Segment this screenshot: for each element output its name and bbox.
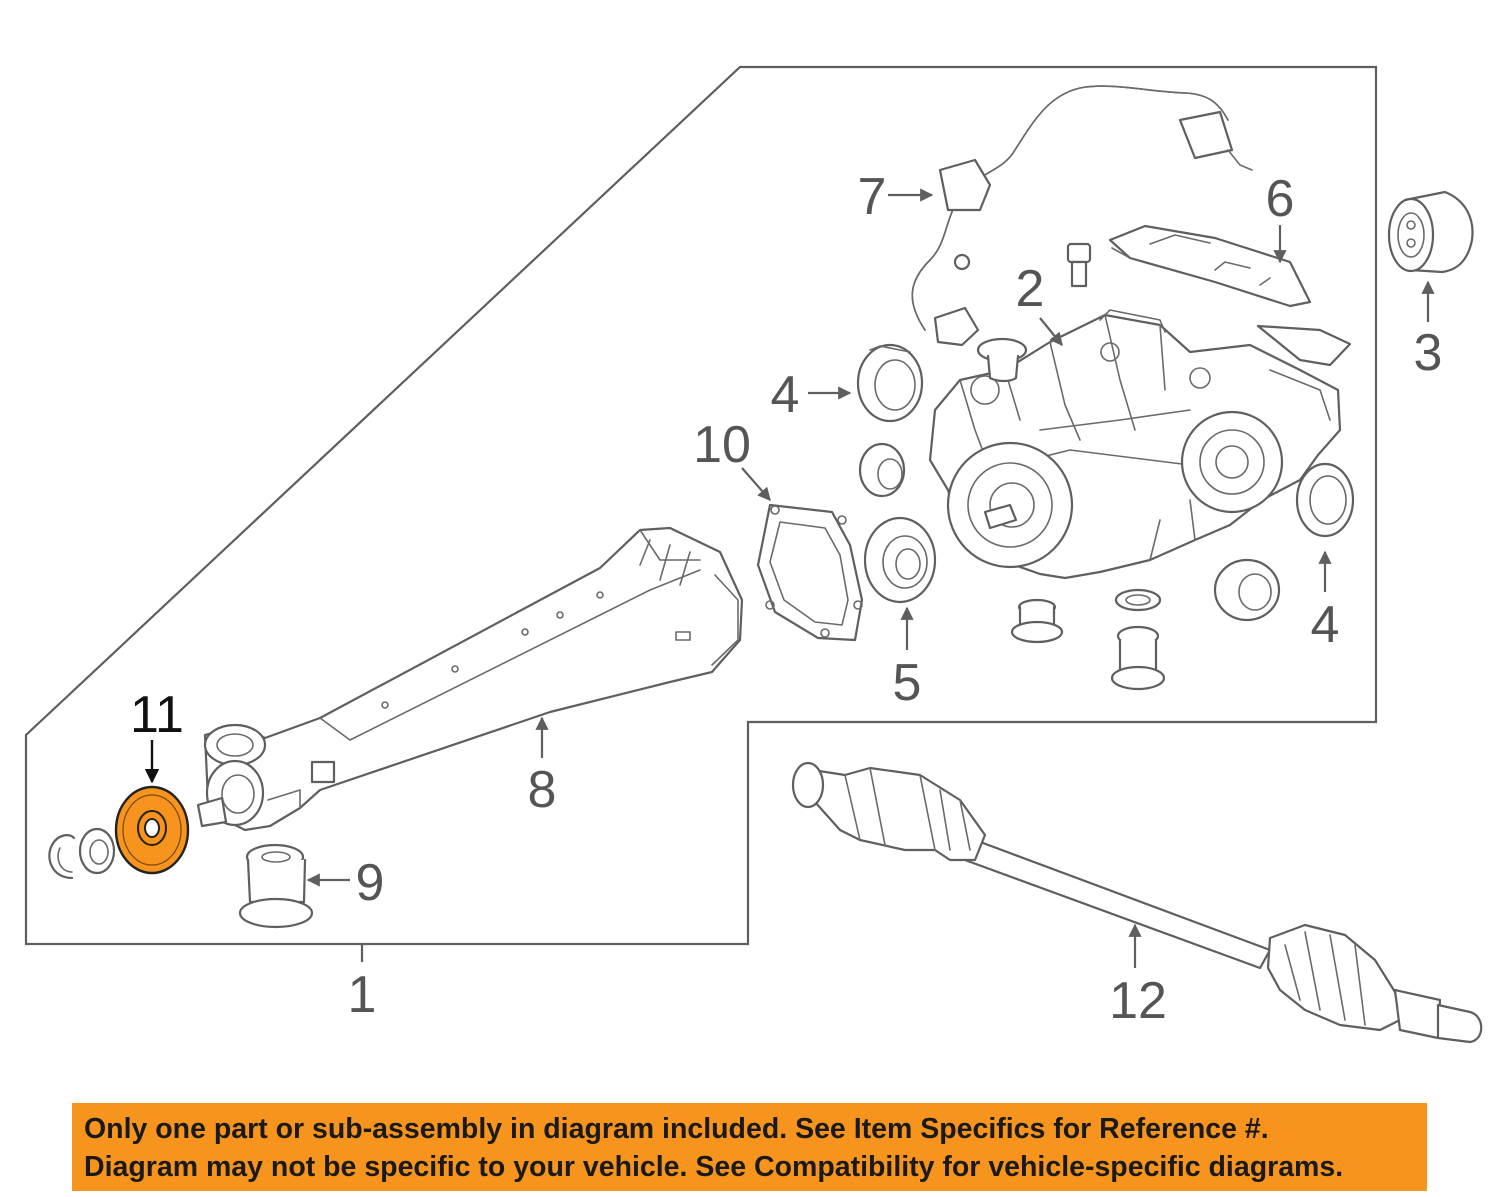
callout-10: 10 <box>693 416 751 474</box>
assembly-group-outline <box>24 65 1378 946</box>
exploded-view: 1 2 3 4 4 5 6 7 8 9 10 11 12 <box>24 65 1483 1044</box>
disclaimer-line-1: Only one part or sub-assembly in diagram… <box>84 1113 1269 1145</box>
bushing-part-3 <box>1387 190 1474 274</box>
disclaimer-banner: Only one part or sub-assembly in diagram… <box>72 1103 1427 1191</box>
callout-8: 8 <box>528 761 557 819</box>
callout-11: 11 <box>130 686 184 744</box>
mount-bushing-left <box>858 442 906 498</box>
mount-bushing-upper <box>976 337 1028 383</box>
vent-plug <box>1066 242 1092 288</box>
seal-part-4-lower <box>1295 462 1355 538</box>
callout-6: 6 <box>1266 170 1295 228</box>
washer-left <box>78 827 116 875</box>
callout-1: 1 <box>348 966 377 1024</box>
callout-3: 3 <box>1414 324 1443 382</box>
drain-plug <box>1010 598 1064 644</box>
gasket-part-10 <box>756 503 864 642</box>
callout-12: 12 <box>1109 972 1167 1030</box>
seal-part-5 <box>863 516 937 604</box>
callout-9: 9 <box>356 854 385 912</box>
seal-part-11-highlighted <box>114 785 190 875</box>
mount-bushing-right <box>1213 558 1281 622</box>
bushing-part-9 <box>238 843 314 929</box>
callout-4-upper: 4 <box>771 366 800 424</box>
callout-5: 5 <box>893 654 922 712</box>
washer <box>1114 588 1162 612</box>
torque-tube-part-8 <box>196 526 744 832</box>
disclaimer-line-2: Diagram may not be specific to your vehi… <box>84 1151 1344 1183</box>
callout-4-lower: 4 <box>1311 596 1340 654</box>
callout-2: 2 <box>1016 260 1045 318</box>
snap-ring <box>48 834 76 880</box>
wiring-harness-part-7 <box>911 85 1253 347</box>
differential-housing-part-2 <box>928 309 1352 580</box>
axle-shaft-part-12 <box>791 761 1483 1044</box>
leader-10 <box>741 467 771 501</box>
leader-2 <box>1039 317 1063 347</box>
callout-7: 7 <box>858 168 887 226</box>
seal-part-4-upper <box>856 343 924 423</box>
fill-plug <box>1110 625 1166 691</box>
control-module-part-6 <box>1108 224 1312 308</box>
